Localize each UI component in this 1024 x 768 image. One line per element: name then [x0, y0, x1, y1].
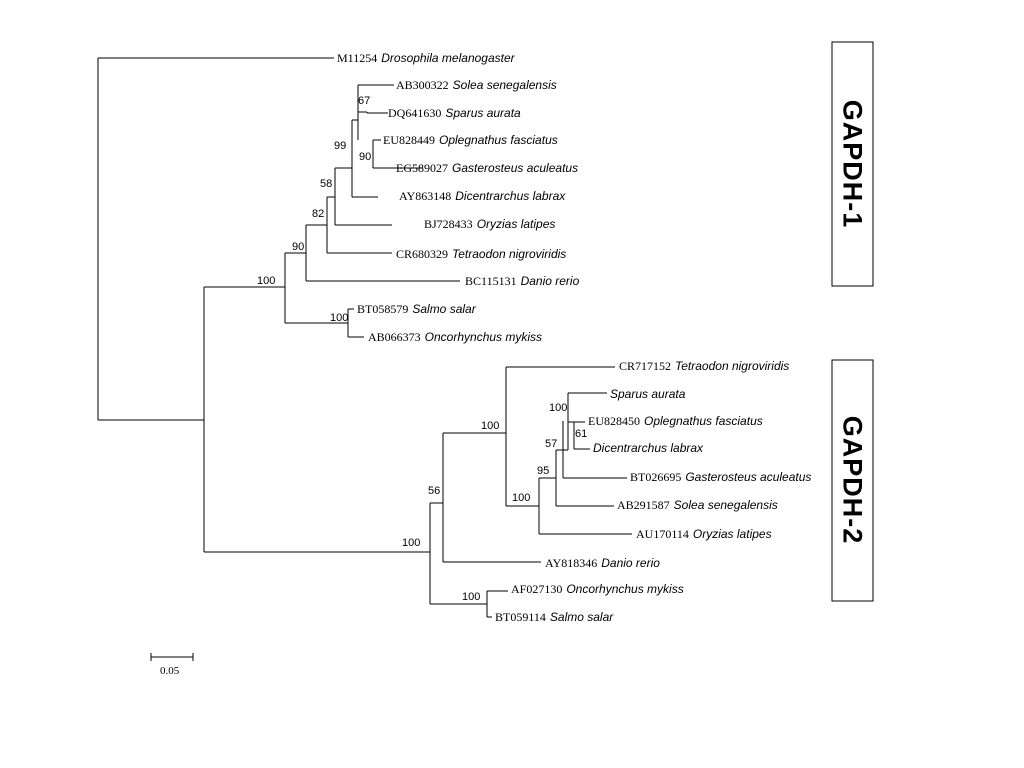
- bootstrap-value: 95: [537, 465, 549, 477]
- leaf-label: EU828449 Oplegnathus fasciatus: [383, 133, 558, 147]
- leaf-species: Dicentrarchus labrax: [593, 441, 704, 455]
- leaf-accession: EU828450: [588, 414, 640, 428]
- leaf-species: Gasterosteus aculeatus: [685, 470, 811, 484]
- leaf-species: Salmo salar: [412, 302, 476, 316]
- bootstrap-value: 100: [257, 275, 275, 287]
- bootstrap-value: 100: [462, 591, 480, 603]
- leaf-accession: CR680329: [396, 247, 448, 261]
- bootstrap-value: 90: [359, 151, 371, 163]
- leaf-species: Sparus aurata: [445, 106, 521, 120]
- leaf-species: Oryzias latipes: [477, 217, 556, 231]
- bootstrap-value: 82: [312, 208, 324, 220]
- leaf-label: AY863148 Dicentrarchus labrax: [399, 189, 566, 203]
- leaf-accession: BT026695: [630, 470, 681, 484]
- leaf-label: AY818346 Danio rerio: [545, 556, 660, 570]
- leaf-accession: BC115131: [465, 274, 517, 288]
- leaf-accession: BT059114: [495, 610, 546, 624]
- bootstrap-value: 99: [334, 140, 346, 152]
- bootstrap-value: 57: [545, 438, 557, 450]
- leaf-label: AF027130 Oncorhynchus mykiss: [511, 582, 684, 596]
- bootstrap-value: 56: [428, 485, 440, 497]
- leaf-accession: CR717152: [619, 359, 671, 373]
- leaf-label: AB291587 Solea senegalensis: [617, 498, 778, 512]
- bootstrap-value: 100: [330, 312, 348, 324]
- bootstrap-value: 100: [402, 537, 420, 549]
- group-gapdh-2: GAPDH-2: [831, 359, 874, 602]
- leaf-label: CR717152 Tetraodon nigroviridis: [619, 359, 789, 373]
- bootstrap-labels: 67 99 90 58 82 90 100 100 100 61 57 95 100 56 100 100 10…: [257, 95, 587, 603]
- leaf-label: M11254 Drosophila melanogaster: [337, 51, 516, 65]
- bootstrap-value: 61: [575, 428, 587, 440]
- leaf-accession: AY863148: [399, 189, 451, 203]
- scale-bar: 0.05: [150, 653, 194, 677]
- leaf-label: EG589027 Gasterosteus aculeatus: [396, 161, 578, 175]
- leaf-accession: AY818346: [545, 556, 597, 570]
- group-label-gapdh-1: GAPDH-1: [838, 100, 868, 229]
- tree-branches: [97, 57, 632, 618]
- leaf-species: Danio rerio: [601, 556, 660, 570]
- group-box-gapdh-1: [831, 41, 874, 287]
- scale-bar-label: 0.05: [160, 665, 180, 677]
- leaf-species: Gasterosteus aculeatus: [452, 161, 578, 175]
- leaf-label: BC115131 Danio rerio: [465, 274, 580, 288]
- group-gapdh-1: GAPDH-1: [831, 41, 874, 287]
- leaf-label: BT059114 Salmo salar: [495, 610, 614, 624]
- leaf-accession: DQ641630: [388, 106, 441, 120]
- leaf-species: Tetraodon nigroviridis: [675, 359, 789, 373]
- leaf-label: BJ728433 Oryzias latipes: [424, 217, 555, 231]
- bootstrap-value: 100: [512, 492, 530, 504]
- bootstrap-value: 100: [481, 420, 499, 432]
- leaf-species: Tetraodon nigroviridis: [452, 247, 566, 261]
- leaf-label: BT026695 Gasterosteus aculeatus: [630, 470, 811, 484]
- bootstrap-value: 90: [292, 241, 304, 253]
- leaf-accession: AB300322: [396, 78, 449, 92]
- leaf-label: CR680329 Tetraodon nigroviridis: [396, 247, 566, 261]
- leaf-accession: EU828449: [383, 133, 435, 147]
- leaf-accession: AF027130: [511, 582, 562, 596]
- leaf-species: Sparus aurata: [610, 387, 686, 401]
- leaf-accession: AB291587: [617, 498, 670, 512]
- group-label-gapdh-2: GAPDH-2: [838, 416, 868, 545]
- leaf-label: BT058579 Salmo salar: [357, 302, 477, 316]
- leaf-label: Dicentrarchus labrax: [593, 441, 704, 455]
- leaf-species: Oplegnathus fasciatus: [439, 133, 558, 147]
- group-box-gapdh-2: [831, 359, 874, 602]
- leaf-accession: AB066373: [368, 330, 421, 344]
- leaf-accession: BT058579: [357, 302, 408, 316]
- leaf-label: AU170114 Oryzias latipes: [636, 527, 772, 541]
- leaf-accession: EG589027: [396, 161, 448, 175]
- leaf-species: Oplegnathus fasciatus: [644, 414, 763, 428]
- leaf-species: Oncorhynchus mykiss: [425, 330, 542, 344]
- leaf-species: Salmo salar: [550, 610, 614, 624]
- leaf-label: AB066373 Oncorhynchus mykiss: [368, 330, 542, 344]
- leaf-species: Drosophila melanogaster: [381, 51, 515, 65]
- leaf-species: Dicentrarchus labrax: [455, 189, 566, 203]
- leaf-species: Oryzias latipes: [693, 527, 772, 541]
- leaf-species: Solea senegalensis: [674, 498, 778, 512]
- bootstrap-value: 67: [358, 95, 370, 107]
- bootstrap-value: 100: [549, 402, 567, 414]
- bootstrap-value: 58: [320, 178, 332, 190]
- leaf-species: Oncorhynchus mykiss: [566, 582, 683, 596]
- leaf-label: AB300322 Solea senegalensis: [396, 78, 557, 92]
- leaf-accession: BJ728433: [424, 217, 473, 231]
- leaf-accession: AU170114: [636, 527, 689, 541]
- leaf-label: EU828450 Oplegnathus fasciatus: [588, 414, 763, 428]
- leaf-label: DQ641630 Sparus aurata: [388, 106, 521, 120]
- leaf-species: Danio rerio: [521, 274, 580, 288]
- leaf-accession: M11254: [337, 51, 377, 65]
- leaf-species: Solea senegalensis: [453, 78, 557, 92]
- leaf-label: Sparus aurata: [610, 387, 686, 401]
